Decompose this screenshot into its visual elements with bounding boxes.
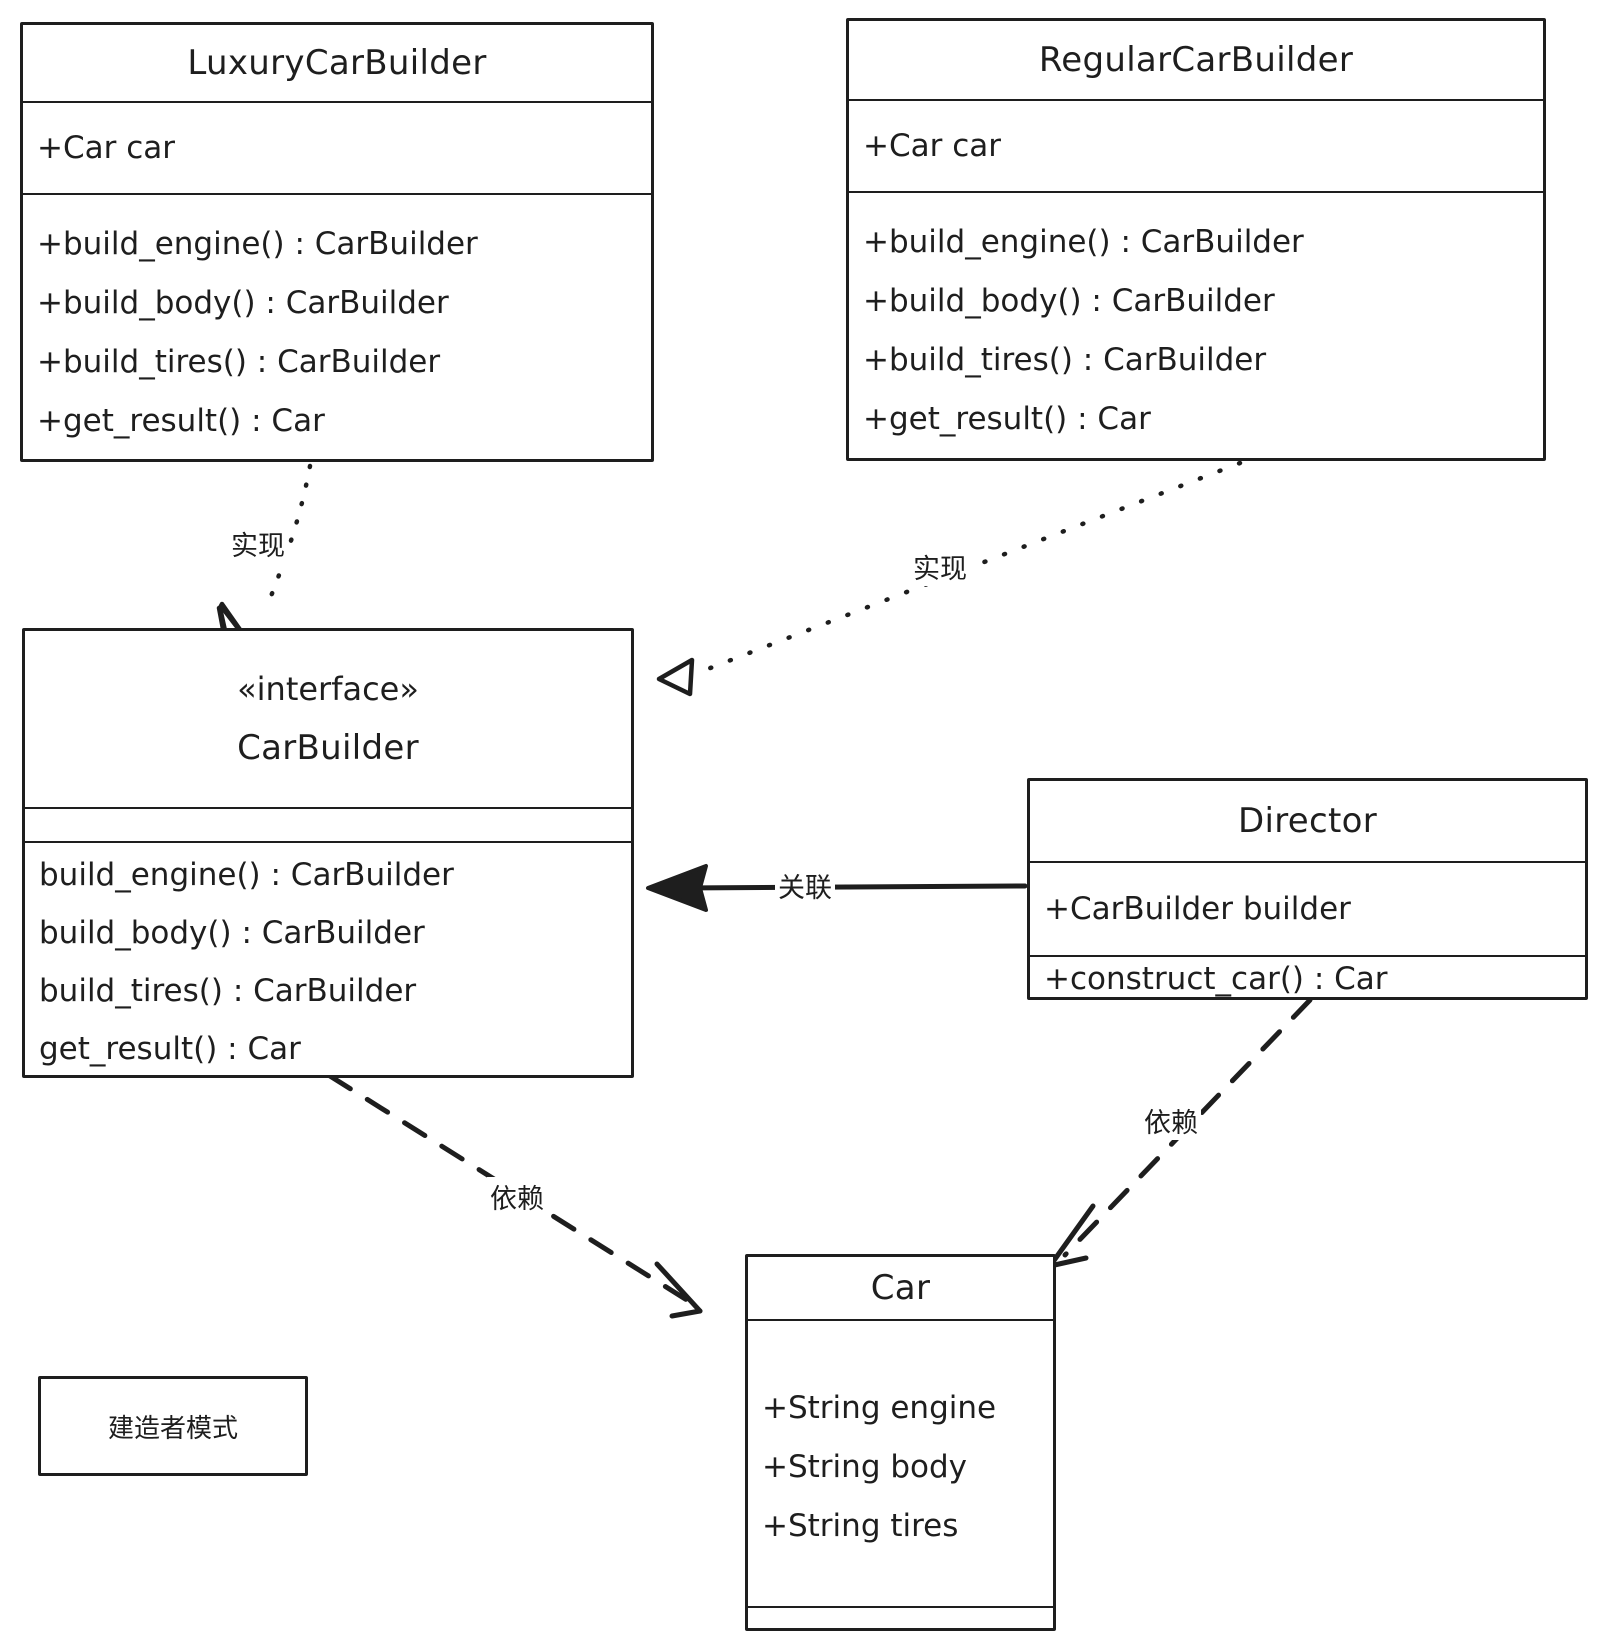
class-method: +build_body() : CarBuilder	[863, 283, 1275, 319]
class-method: +get_result() : Car	[863, 401, 1151, 437]
edge-label-director-depends-car: 依赖	[1141, 1101, 1201, 1140]
legend-label: 建造者模式	[107, 1413, 238, 1444]
class-method: build_body() : CarBuilder	[39, 914, 425, 951]
class-attributes-compartment: +CarBuilder builder	[1030, 861, 1585, 955]
class-name-car-builder: CarBuilder	[237, 727, 419, 768]
class-box-car-builder-interface[interactable]: «interface» CarBuilder build_engine() : …	[22, 628, 634, 1078]
class-title-compartment: Car	[748, 1257, 1053, 1319]
interface-title-compartment: «interface» CarBuilder	[25, 631, 631, 807]
class-name-regular-car-builder: RegularCarBuilder	[1038, 39, 1354, 80]
edge-label-director-associates-carbuilder: 关联	[775, 866, 835, 905]
class-method: +build_tires() : CarBuilder	[37, 344, 441, 380]
class-methods-compartment: +build_engine() : CarBuilder +build_body…	[23, 193, 651, 461]
class-attribute: +Car car	[863, 127, 1002, 164]
class-method: build_tires() : CarBuilder	[39, 972, 417, 1009]
class-methods-compartment	[748, 1606, 1053, 1628]
class-attributes-compartment: +Car car	[849, 99, 1543, 191]
class-method: +build_engine() : CarBuilder	[37, 226, 478, 262]
class-attribute: +CarBuilder builder	[1044, 890, 1351, 927]
class-title-compartment: RegularCarBuilder	[849, 21, 1543, 99]
class-method: build_engine() : CarBuilder	[39, 856, 454, 893]
interface-attributes-compartment	[25, 807, 631, 841]
class-attribute: +String engine	[762, 1390, 997, 1426]
class-box-regular-car-builder[interactable]: RegularCarBuilder +Car car +build_engine…	[846, 18, 1546, 461]
class-title-compartment: Director	[1030, 781, 1585, 861]
class-method: +build_body() : CarBuilder	[37, 285, 449, 321]
legend-box-builder-pattern[interactable]: 建造者模式	[38, 1376, 308, 1476]
class-methods-compartment: +construct_car() : Car	[1030, 955, 1585, 1001]
class-attribute: +Car car	[37, 129, 176, 166]
class-methods-compartment: +build_engine() : CarBuilder +build_body…	[849, 191, 1543, 459]
class-method: +build_tires() : CarBuilder	[863, 342, 1267, 378]
class-name-luxury-car-builder: LuxuryCarBuilder	[187, 42, 487, 83]
edge-label-carbuilder-depends-car: 依赖	[487, 1177, 547, 1216]
class-method: get_result() : Car	[39, 1030, 301, 1067]
class-attributes-compartment: +String engine +String body +String tire…	[748, 1319, 1053, 1606]
edge-label-regular-realizes-carbuilder: 实现	[910, 547, 970, 586]
interface-stereotype: «interface»	[237, 669, 419, 708]
class-title-compartment: LuxuryCarBuilder	[23, 25, 651, 101]
class-box-luxury-car-builder[interactable]: LuxuryCarBuilder +Car car +build_engine(…	[20, 22, 654, 462]
class-attribute: +String body	[762, 1449, 968, 1485]
class-box-car[interactable]: Car +String engine +String body +String …	[745, 1254, 1056, 1631]
class-attribute: +String tires	[762, 1508, 959, 1544]
edge-label-luxury-realizes-carbuilder: 实现	[228, 524, 288, 563]
class-name-director: Director	[1238, 800, 1377, 841]
edge-director-associates-carbuilder	[646, 864, 1028, 912]
class-attributes-compartment: +Car car	[23, 101, 651, 193]
class-name-car: Car	[870, 1267, 931, 1308]
class-method: +get_result() : Car	[37, 403, 325, 439]
class-method: +build_engine() : CarBuilder	[863, 224, 1304, 260]
class-box-director[interactable]: Director +CarBuilder builder +construct_…	[1027, 778, 1588, 1000]
interface-methods-compartment: build_engine() : CarBuilder build_body()…	[25, 841, 631, 1075]
class-method: +construct_car() : Car	[1044, 960, 1388, 997]
